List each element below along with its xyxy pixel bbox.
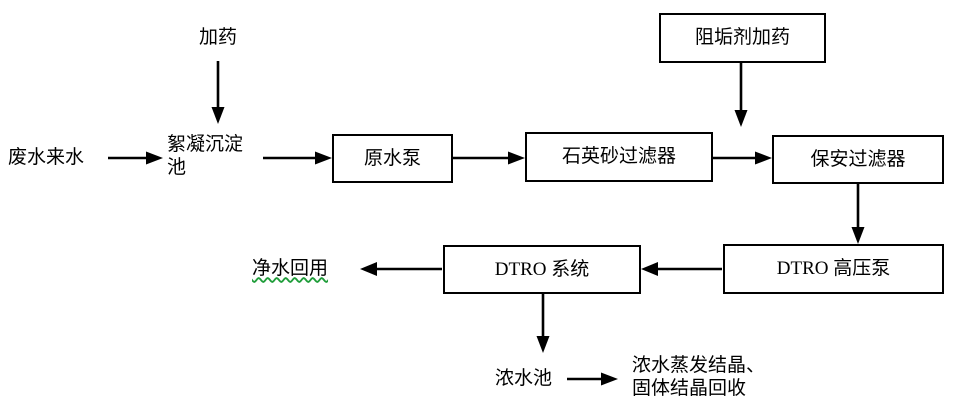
node-dtro-high-pressure-pump[interactable]: DTRO 高压泵 (723, 244, 944, 294)
node-coagulation-sedimentation-tank[interactable]: 絮凝沉淀 池 (167, 134, 244, 179)
arrow-raw-water-pump-to-quartz-filter (453, 151, 525, 165)
node-dosing[interactable]: 加药 (198, 27, 237, 49)
node-concentrate-tank[interactable]: 浓水池 (495, 368, 553, 390)
node-quartz-sand-filter[interactable]: 石英砂过滤器 (525, 132, 713, 182)
node-security-filter[interactable]: 保安过滤器 (772, 135, 944, 184)
arrow-influent-to-coagulation (108, 151, 163, 165)
node-raw-water-pump[interactable]: 原水泵 (332, 134, 453, 183)
arrow-antiscalant-to-security-filter (734, 62, 748, 127)
arrow-concentrate-tank-to-evaporation (567, 372, 618, 386)
node-concentrate-evaporation-crystallization[interactable]: 浓水蒸发结晶、 固体结晶回收 (632, 355, 766, 400)
arrow-dosing-to-coagulation (211, 61, 225, 124)
arrow-hp-pump-to-dtro-system (641, 262, 722, 276)
arrow-quartz-filter-to-security-filter (713, 151, 772, 165)
arrow-coagulation-to-raw-water-pump (263, 151, 332, 165)
node-influent[interactable]: 废水来水 (8, 147, 85, 169)
arrow-security-filter-to-hp-pump (851, 184, 865, 244)
node-purified-water-reuse[interactable]: 净水回用 (252, 258, 329, 280)
arrow-dtro-system-to-purified-water-reuse (360, 262, 442, 276)
arrow-dtro-system-to-concentrate-tank (536, 294, 550, 353)
node-dtro-system[interactable]: DTRO 系统 (443, 245, 641, 294)
node-antiscalant-dosing[interactable]: 阻垢剂加药 (659, 13, 826, 63)
